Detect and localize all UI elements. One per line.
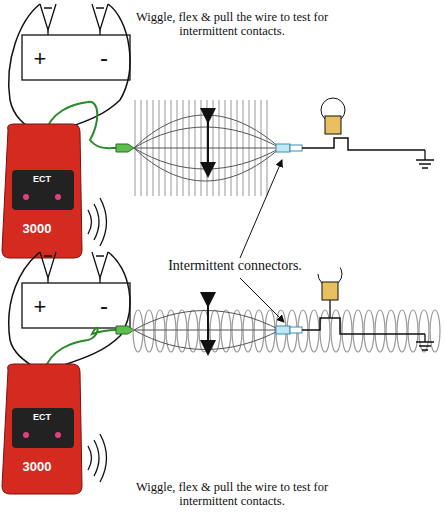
coil-winding (265, 310, 275, 352)
callout-label: Intermittent connectors. (130, 258, 340, 274)
battery-terminal: - (94, 44, 114, 72)
coil-winding (155, 310, 165, 352)
coil-winding (188, 310, 198, 352)
setup-bottom (2, 252, 440, 494)
coil-winding (210, 310, 220, 352)
instruction-note: Wiggle, flex & pull the wire to test for… (118, 10, 346, 39)
device-label: ECT (22, 174, 62, 184)
device-model: 3000 (12, 222, 62, 237)
coil-winding (144, 310, 154, 352)
battery-terminal: + (30, 46, 50, 71)
coil-winding (309, 310, 319, 352)
instruction-note: Wiggle, flex & pull the wire to test for… (118, 480, 346, 509)
setup-top (2, 4, 434, 258)
coil-winding (408, 310, 418, 352)
coil-winding (353, 310, 363, 352)
coil-winding (320, 310, 330, 352)
coil-winding (133, 310, 143, 352)
coil-winding (254, 310, 264, 352)
device-label: ECT (22, 412, 62, 422)
battery-terminal: - (94, 292, 114, 320)
coil-winding (177, 310, 187, 352)
coil-winding (375, 310, 385, 352)
coil-winding (364, 310, 374, 352)
coil-winding (430, 310, 440, 352)
coil-winding (397, 310, 407, 352)
device-model: 3000 (12, 460, 62, 475)
coil-winding (386, 310, 396, 352)
coil-winding (221, 310, 231, 352)
coil-winding (342, 310, 352, 352)
battery-terminal: + (30, 294, 50, 319)
